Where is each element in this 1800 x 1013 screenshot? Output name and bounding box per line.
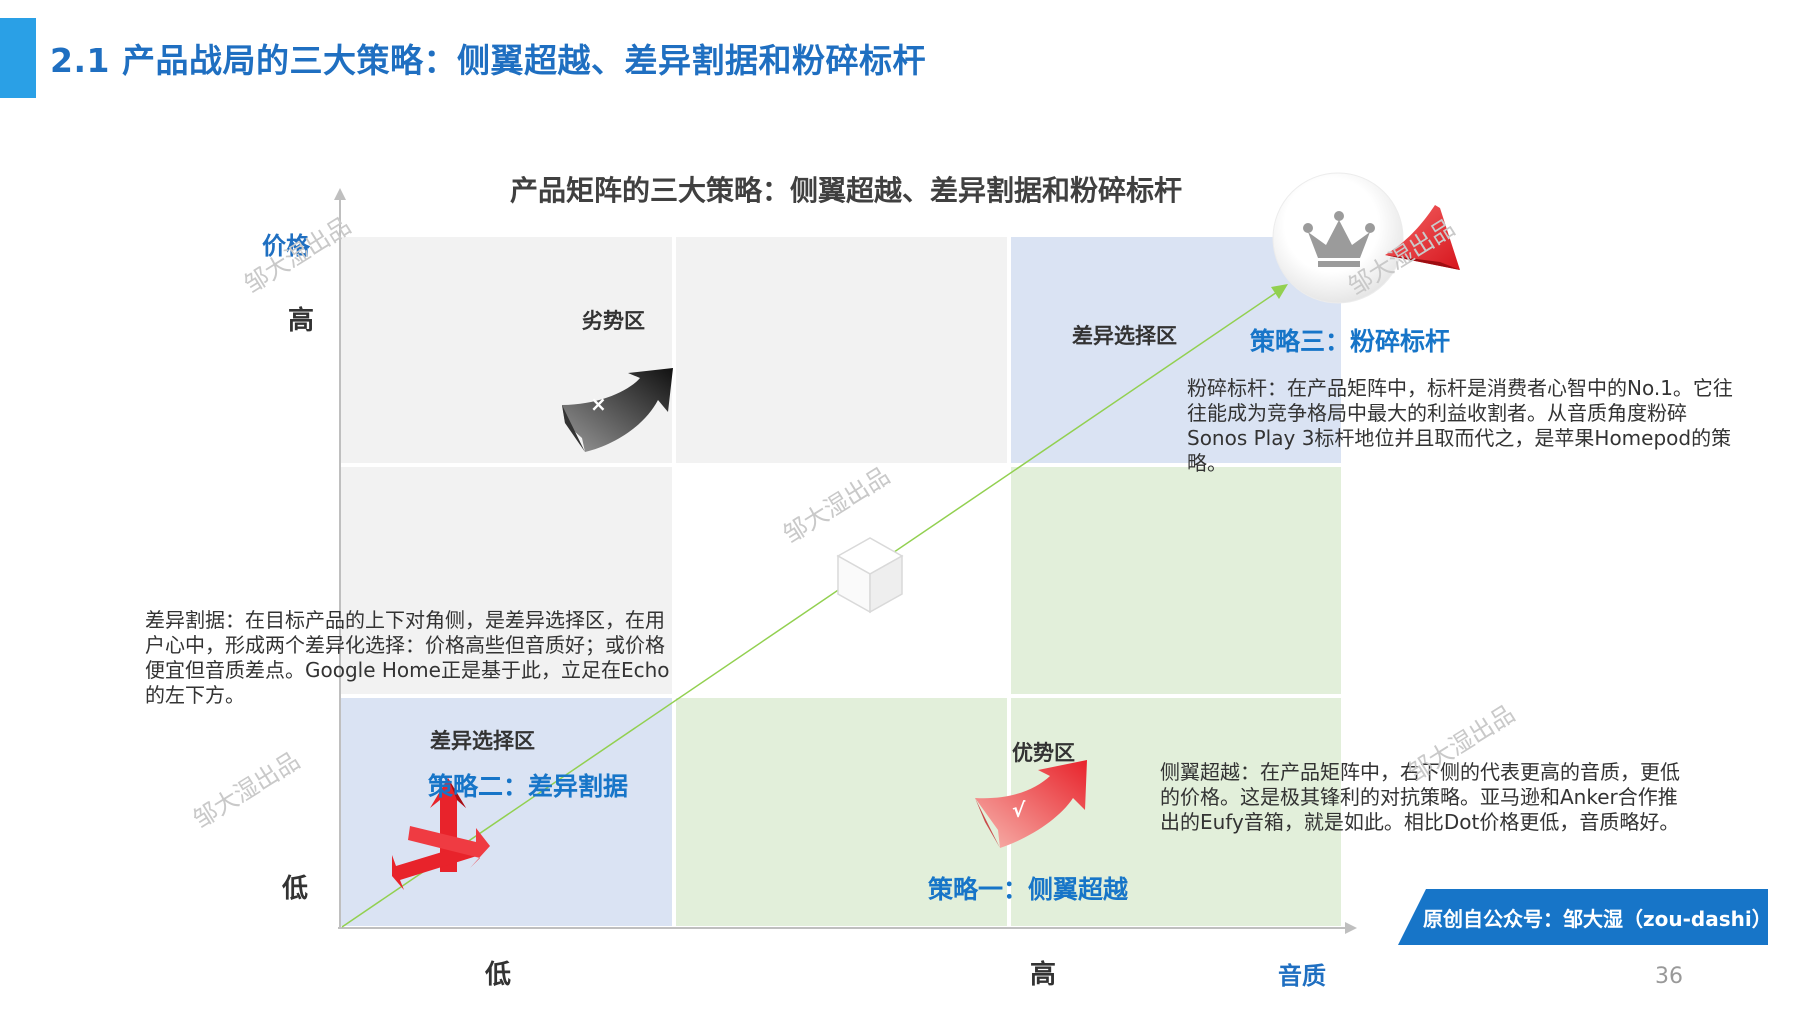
cross-mark: × — [590, 392, 607, 416]
zone-label-advantage: 优势区 — [1012, 741, 1075, 765]
y-axis-arrow — [334, 188, 346, 200]
check-mark: √ — [1012, 798, 1026, 822]
strategy-two-description: 差异割据：在目标产品的上下对角侧，是差异选择区，在用户心中，形成两个差异化选择：… — [145, 608, 670, 707]
cell-mid-right — [1011, 467, 1341, 694]
strategy-three-label: 策略三：粉碎标杆 — [1250, 327, 1451, 356]
cell-bottom-left — [340, 698, 672, 926]
x-axis-low-label: 低 — [485, 960, 512, 990]
y-axis-high-label: 高 — [288, 306, 315, 336]
cube-icon — [836, 537, 904, 614]
advantage-zone-arrow — [975, 760, 1087, 848]
x-axis-high-label: 高 — [1030, 960, 1057, 990]
zone-label-weak: 劣势区 — [582, 309, 645, 333]
cell-bottom-right — [1011, 698, 1341, 926]
diagram-title: 产品矩阵的三大策略：侧翼超越、差异割据和粉碎标杆 — [510, 174, 1183, 207]
cell-bottom-mid — [676, 698, 1007, 926]
zone-label-diff-bottom: 差异选择区 — [430, 729, 535, 753]
cross-arrows-icon — [392, 778, 490, 890]
x-axis-name: 音质 — [1278, 962, 1326, 990]
y-axis-name: 价格 — [262, 232, 310, 260]
diagonal-arrow — [1271, 284, 1288, 299]
x-axis-arrow — [1345, 922, 1357, 934]
strategy-one-description: 侧翼超越：在产品矩阵中，右下侧的代表更高的音质，更低的价格。这是极其锋利的对抗策… — [1160, 760, 1680, 834]
diagonal-line — [341, 289, 1281, 928]
zone-label-diff-top: 差异选择区 — [1072, 324, 1177, 348]
source-text: 原创自公众号：邹大湿（zou-dashi） — [1423, 907, 1772, 931]
source-badge: 原创自公众号：邹大湿（zou-dashi） — [1398, 889, 1772, 945]
page-number: 36 — [1655, 964, 1683, 989]
header-accent-bar — [0, 18, 36, 98]
cell-mid-left — [340, 467, 672, 694]
page-title: 2.1 产品战局的三大策略：侧翼超越、差异割据和粉碎标杆 — [50, 41, 926, 80]
crown-icon — [1303, 211, 1375, 267]
y-axis-low-label: 低 — [282, 874, 309, 904]
strategy-one-label: 策略一：侧翼超越 — [928, 875, 1129, 904]
red-pointer — [1385, 205, 1460, 270]
strategy-two-label: 策略二：差异割据 — [428, 772, 629, 801]
cell-top-mid — [676, 237, 1007, 463]
strategy-three-description: 粉碎标杆：在产品矩阵中，标杆是消费者心智中的No.1。它往往能成为竞争格局中最大… — [1187, 376, 1733, 475]
weak-zone-arrow — [562, 368, 673, 452]
